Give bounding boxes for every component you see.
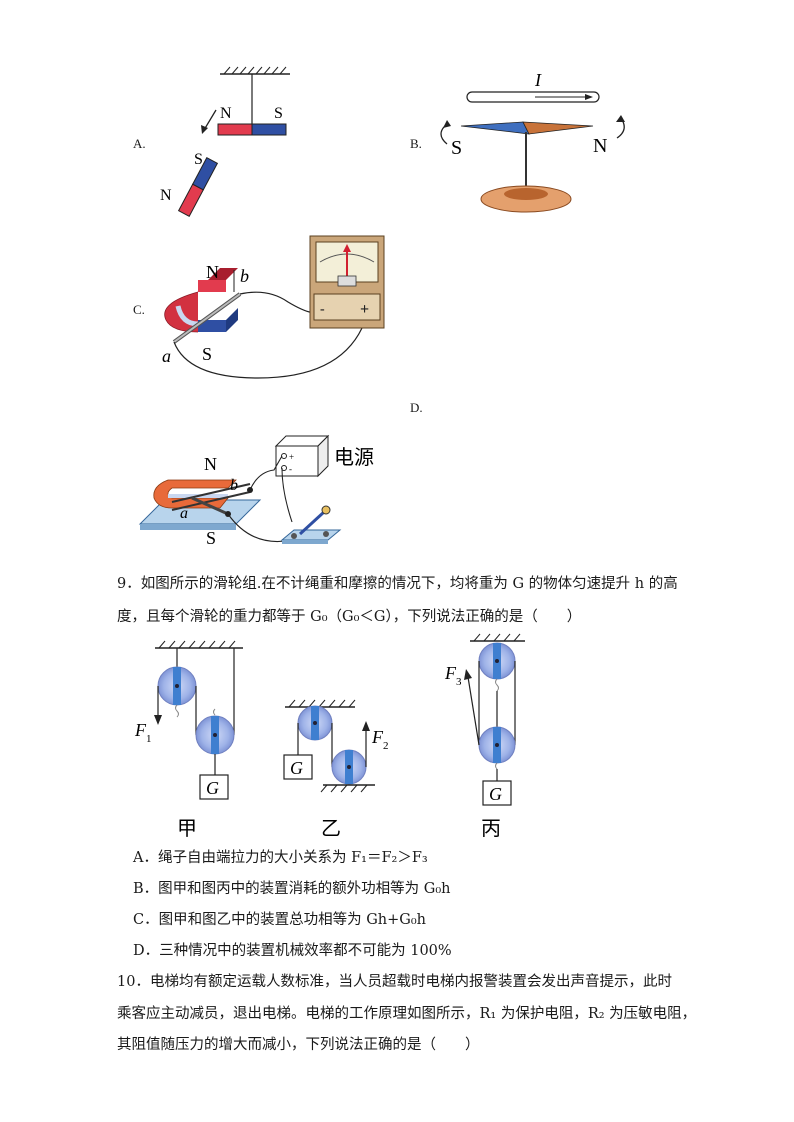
pulley-yi: G F 2 乙	[283, 699, 389, 840]
f2-sub: 2	[383, 740, 389, 752]
label-yi: 乙	[321, 818, 341, 840]
fig-a-n-top: N	[220, 105, 232, 122]
yi-g: G	[290, 758, 303, 778]
f1-label: F	[134, 720, 147, 740]
svg-text:+: +	[289, 452, 294, 462]
svg-text:+: +	[360, 301, 369, 318]
bing-g: G	[489, 784, 502, 804]
pulley-figures: G F 1 甲 G F 2 乙	[134, 633, 525, 840]
q10-line3: 其阻值随压力的增大而减小，下列说法正确的是（ ）	[117, 1037, 480, 1053]
fig-c-s: S	[202, 344, 212, 364]
fig-c-n: N	[206, 262, 219, 282]
figure-d-motor: N S b a + - 电源	[138, 434, 374, 548]
q9-stem-line2: 度，且每个滑轮的重力都等于 G₀（G₀＜G），下列说法正确的是（ ）	[117, 609, 582, 625]
fig-a-s-needle: S	[194, 151, 203, 168]
fig-a-n-needle: N	[160, 187, 172, 204]
fig-d-n: N	[204, 454, 217, 474]
option-c-label: C.	[133, 302, 145, 317]
svg-text:-: -	[289, 464, 292, 474]
fig-c-a: a	[162, 346, 171, 366]
figure-c-induction: N b a S ‑ +	[162, 235, 385, 379]
jia-g: G	[206, 778, 219, 798]
pulley-jia: G F 1 甲	[134, 640, 243, 840]
q9-option-c: C．图甲和图乙中的装置总功相等为 Gh+G₀h	[133, 912, 427, 928]
label-bing: 丙	[481, 818, 501, 840]
fig-b-s: S	[451, 137, 462, 159]
fig-d-power-label: 电源	[334, 446, 374, 469]
q9-option-d: D．三种情况中的装置机械效率都不可能为 100%	[133, 943, 452, 959]
pulley-bing: G F 3 丙	[444, 633, 525, 840]
fig-d-s: S	[206, 528, 216, 548]
fig-b-n: N	[593, 135, 607, 157]
q10-line2: 乘客应主动减员，退出电梯。电梯的工作原理如图所示，R₁ 为保护电阻，R₂ 为压敏…	[117, 1006, 697, 1022]
f1-sub: 1	[146, 733, 152, 745]
fig-a-s-top: S	[274, 105, 283, 122]
f3-sub: 3	[456, 676, 462, 688]
label-jia: 甲	[177, 818, 197, 840]
q9-option-a: A．绳子自由端拉力的大小关系为 F₁＝F₂＞F₃	[133, 850, 428, 866]
q10-line1: 10．电梯均有额定运载人数标准，当人员超载时电梯内报警装置会发出声音提示，此时	[117, 974, 672, 990]
f2-label: F	[371, 727, 384, 747]
fig-b-current: I	[534, 70, 542, 90]
fig-d-b: b	[230, 477, 238, 494]
option-a-label: A.	[133, 136, 146, 151]
q9-stem-line1: 9．如图所示的滑轮组.在不计绳重和摩擦的情况下，均将重为 G 的物体匀速提升 h…	[117, 576, 678, 592]
option-b-label: B.	[410, 136, 422, 151]
svg-text:‑: ‑	[320, 302, 325, 317]
q9-option-b: B．图甲和图丙中的装置消耗的额外功相等为 G₀h	[133, 881, 451, 897]
figure-a-magnet: N S S N	[160, 66, 290, 217]
figure-b-oersted: I S N	[440, 70, 625, 213]
option-d-label: D.	[410, 400, 423, 415]
fig-c-b: b	[240, 266, 249, 286]
fig-d-a: a	[180, 505, 188, 522]
f3-label: F	[444, 663, 457, 683]
